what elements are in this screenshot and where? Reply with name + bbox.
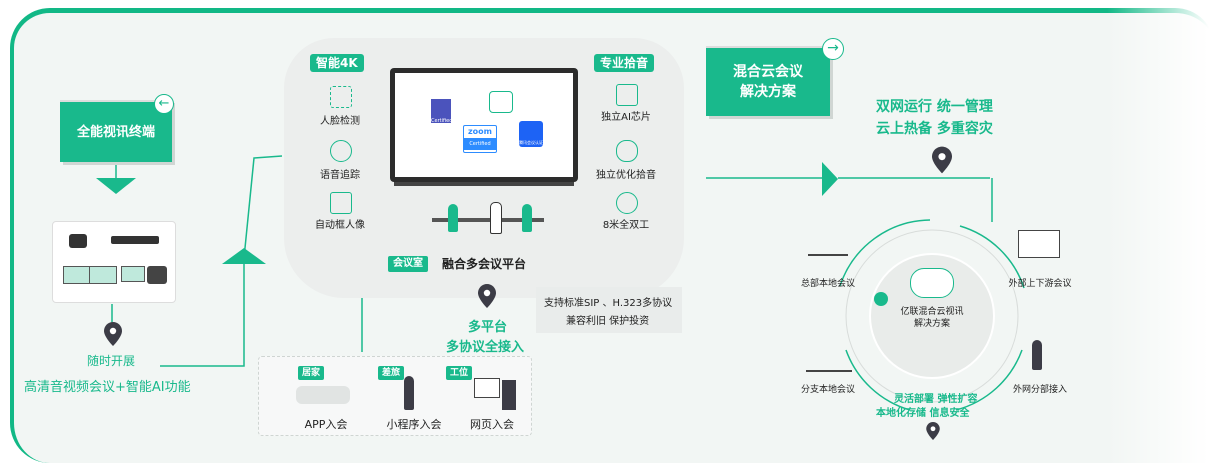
walking-person-icon	[404, 376, 414, 410]
protocol-box	[536, 287, 682, 333]
tag-pro-audio: 专业拾音	[594, 54, 655, 72]
hybrid-title-line2: 解决方案	[740, 84, 796, 100]
node-external-meeting: 外部上下游会议	[1008, 279, 1072, 289]
location-pin-icon	[926, 422, 940, 440]
tag-home: 居家	[298, 366, 325, 380]
auto-framing-icon	[330, 192, 352, 214]
hub-chip-icon	[874, 292, 888, 306]
hybrid-title-line1: 混合云会议	[733, 64, 803, 80]
tag-travel: 差旅	[378, 366, 405, 380]
terminal-devices-card	[52, 221, 176, 303]
teams-cert-badge: Certified	[431, 99, 452, 124]
feature-ai-chip: 独立AI芯片	[601, 112, 651, 123]
feature-audio-pickup: 独立优化拾音	[596, 170, 656, 181]
zoom-certified-text: Certified	[464, 138, 496, 150]
slogan-line1: 双网运行 统一管理	[876, 99, 993, 115]
face-detect-icon	[330, 86, 352, 108]
feature-auto-framing: 自动框人像	[315, 220, 365, 231]
platform-label: 融合多会议平台	[442, 257, 527, 271]
node-remote-branch: 外网分部接入	[1012, 385, 1068, 395]
location-pin-icon	[478, 284, 496, 308]
microphone-icon	[616, 140, 638, 162]
caption-hd-ai: 高清音视频会议+智能AI功能	[24, 380, 191, 395]
multi-platform-line1: 多平台	[468, 320, 508, 335]
multi-platform-line2: 多协议全接入	[446, 340, 525, 355]
protocol-line2: 兼容利旧 保护投资	[566, 316, 650, 327]
bottom-line1: 灵活部署 弹性扩容	[894, 394, 978, 405]
camera-icon	[69, 234, 87, 248]
access-web: 网页入会	[470, 418, 514, 431]
meeting-display: Certified zoom Certified 腾讯会议认证	[390, 68, 578, 182]
remote-person-icon	[1032, 340, 1042, 370]
location-pin-icon	[104, 322, 122, 346]
protocol-line1: 支持标准SIP 、H.323多协议	[544, 298, 673, 309]
feature-full-duplex: 8米全双工	[602, 220, 650, 231]
caption-anytime: 随时开展	[87, 354, 136, 368]
arrow-right-icon[interactable]: →	[822, 38, 844, 60]
display-icon	[89, 266, 117, 284]
server-cabinet-icon	[502, 380, 516, 410]
person-figure	[522, 204, 532, 232]
hq-meeting-icon	[808, 226, 848, 256]
hub-center-line1: 亿联混合云视讯	[900, 307, 964, 317]
hybrid-cloud-title-box: 混合云会议 解决方案	[706, 46, 830, 116]
node-hq-meeting: 总部本地会议	[800, 279, 856, 289]
display-icon	[63, 266, 91, 284]
tag-smart-4k: 智能4K	[310, 54, 364, 72]
external-meeting-icon	[1018, 230, 1060, 258]
desk-computer-icon	[474, 378, 500, 398]
access-mini-program: 小程序入会	[386, 418, 442, 431]
hub-network	[839, 219, 1025, 411]
terminal-title-box: 全能视讯终端	[60, 100, 172, 162]
arrow-left-icon[interactable]: ←	[154, 94, 174, 114]
video-app-icon	[489, 91, 513, 113]
slogan-line2: 云上热备 多重容灾	[876, 121, 993, 137]
zoom-logo-text: zoom	[468, 127, 492, 136]
display-screen: Certified zoom Certified 腾讯会议认证	[395, 73, 573, 177]
full-duplex-icon	[616, 192, 638, 214]
frame-fade	[1107, 8, 1227, 463]
meeting-table	[432, 218, 544, 222]
tencent-meeting-badge: 腾讯会议认证	[519, 121, 543, 147]
display-icon	[121, 266, 145, 282]
person-figure	[490, 202, 502, 234]
branch-meeting-icon	[806, 346, 852, 372]
phone-device-icon	[147, 266, 167, 284]
voice-tracking-icon	[330, 140, 352, 162]
zoom-cert-badge: zoom Certified	[463, 125, 497, 153]
codec-device-icon	[111, 236, 159, 244]
feature-face-detect: 人脸检测	[320, 116, 360, 127]
node-branch-meeting: 分支本地会议	[800, 385, 856, 395]
ai-chip-icon	[616, 84, 638, 106]
location-pin-icon	[932, 146, 952, 174]
sofa-user-icon	[296, 386, 350, 404]
display-stand	[394, 182, 574, 186]
bottom-line2: 本地化存储 信息安全	[876, 408, 970, 419]
tag-desk: 工位	[446, 366, 473, 380]
feature-voice-tracking: 语音追踪	[320, 170, 360, 181]
hub-center-line2: 解决方案	[913, 319, 951, 329]
access-app: APP入会	[304, 418, 348, 431]
person-figure	[448, 204, 458, 232]
tag-meeting-room: 会议室	[388, 256, 428, 272]
cloud-server-icon	[910, 268, 954, 298]
